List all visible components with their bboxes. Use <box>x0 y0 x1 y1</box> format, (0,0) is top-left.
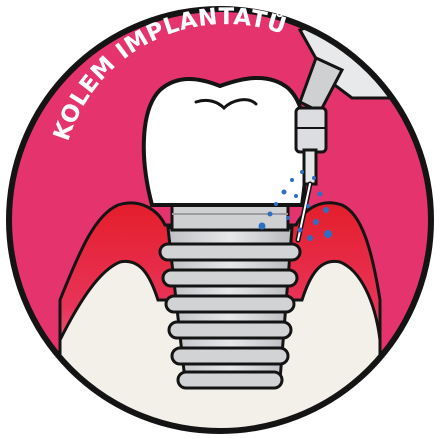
dental-implant-screw-icon <box>160 200 300 388</box>
tooth-crown-icon <box>144 78 307 205</box>
